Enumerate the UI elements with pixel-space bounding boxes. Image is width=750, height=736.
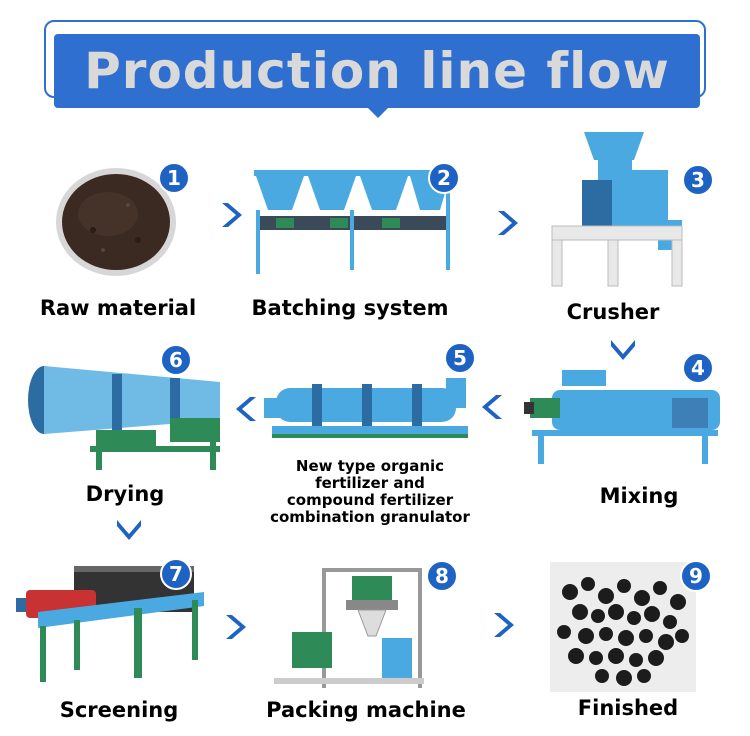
raw-material-image <box>56 168 176 276</box>
step-label-3: Crusher <box>566 300 660 324</box>
step-label-1: Raw material <box>39 296 197 320</box>
step-badge-3: 3 <box>682 164 714 196</box>
step-label-8: Packing machine <box>266 698 466 722</box>
step-label-6: Drying <box>85 482 165 506</box>
page-title: Production line flow <box>84 42 670 100</box>
step-badge-2: 2 <box>428 162 460 194</box>
finished-granules-image <box>550 562 696 692</box>
step-badge-8: 8 <box>426 560 458 592</box>
step-badge-7: 7 <box>160 558 192 590</box>
step-label-5-line-3: compound fertilizer <box>286 491 454 509</box>
step-label-2: Batching system <box>251 296 449 320</box>
chevron-arrow-icon <box>226 615 246 639</box>
batching-system-image <box>254 170 450 274</box>
step-label-7: Screening <box>59 698 179 722</box>
step-label-5-line-4: combination granulator <box>270 508 470 526</box>
chevron-arrow-icon <box>498 211 518 235</box>
granulator-image <box>264 378 468 438</box>
step-badge-5: 5 <box>444 342 476 374</box>
step-label-4: Mixing <box>599 484 679 508</box>
step-label-5: New type organic fertilizer and compound… <box>250 458 490 526</box>
chevron-arrow-icon <box>494 613 514 637</box>
crusher-image <box>551 132 683 287</box>
chevron-arrow-icon <box>236 397 256 421</box>
dryer-image <box>28 366 220 470</box>
packing-machine-image <box>274 568 424 688</box>
mixing-image <box>524 370 720 464</box>
step-badge-6: 6 <box>160 344 192 376</box>
chevron-arrow-icon <box>222 203 242 227</box>
step-label-5-line-2: fertilizer and <box>315 474 425 492</box>
chevron-arrow-icon <box>611 340 635 360</box>
step-label-9: Finished <box>577 696 679 720</box>
chevron-arrow-icon <box>482 395 502 419</box>
chevron-arrow-icon <box>117 520 141 540</box>
step-badge-9: 9 <box>680 560 712 592</box>
step-badge-1: 1 <box>158 162 190 194</box>
step-label-5-line-1: New type organic <box>295 457 445 475</box>
banner-pointer <box>366 106 390 118</box>
step-badge-4: 4 <box>682 352 714 384</box>
title-banner: Production line flow <box>54 34 700 108</box>
